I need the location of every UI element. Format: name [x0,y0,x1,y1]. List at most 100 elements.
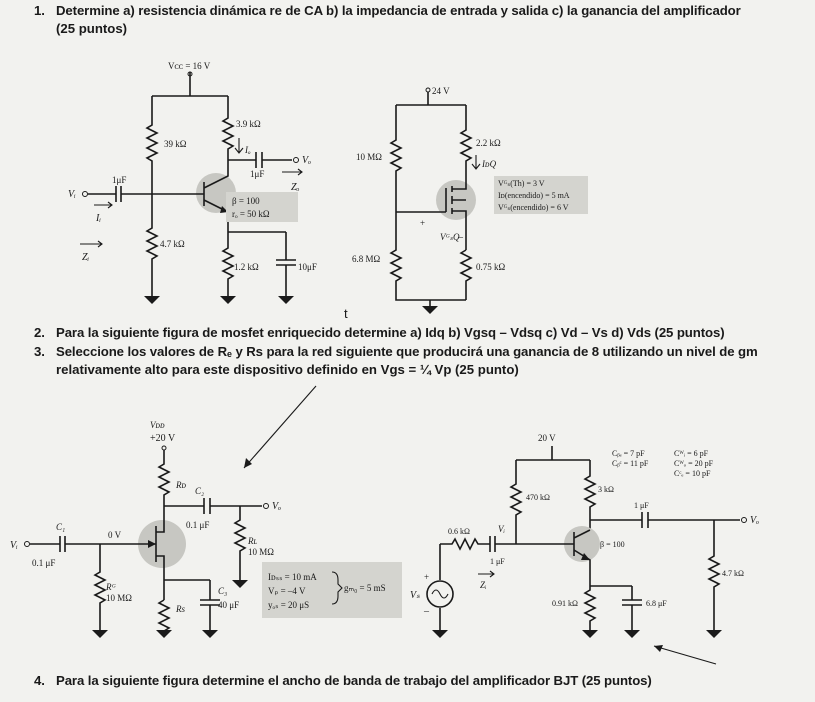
annotation-arrowhead-1 [244,458,252,468]
source-minus: – [423,606,430,617]
ground-4 [422,306,438,314]
vdd-label: Vᴅᴅ [150,420,165,430]
cin-label: 1μF [112,175,126,185]
mosfet-params-box [494,176,588,214]
rs-label: 0.75 kΩ [476,262,506,272]
ground-1 [144,296,160,304]
annotation-arrowhead-2 [654,645,663,652]
vo-label: Vₒ [272,501,281,512]
question-number: 3. [34,344,45,359]
re-label: 0.91 kΩ [552,599,578,608]
cwo-label: Cᵂₒ = 20 pF [674,459,714,468]
vo-terminal [263,503,269,509]
resistor-rb [509,460,523,544]
gm0-label: gₘ₀ = 5 mS [344,583,386,593]
vgs-th-label: Vᴳₛ(Th) = 3 V [498,179,545,188]
rb-label: 470 kΩ [526,493,550,502]
vs-label: Vₛ [410,590,420,601]
zo-arrow [282,168,303,176]
id-on-label: Iᴅ(encendido) = 5 mA [498,191,570,200]
c3-value: 40 μF [218,600,239,610]
rl-label: Rʟ [247,536,257,546]
capacitor-ce [276,232,296,296]
zi-arrow [80,240,103,248]
question-1-points: (25 puntos) [56,21,128,36]
ii-arrow [94,201,113,209]
gate-divider [389,105,466,301]
cce-label: Cᶜₑ = 10 pF [674,469,711,478]
vcc-node [187,71,193,77]
io-arrow [234,138,244,154]
capacitor-c3 [200,580,220,630]
resistor-rl [707,520,721,630]
question-2: 2.Para la siguiente figura de mosfet enr… [34,324,725,341]
transistor-highlight [564,526,600,562]
jfet-params-box [262,562,402,618]
ground-5 [232,580,248,588]
ce-label: 6.8 μF [646,599,667,608]
vo-terminal [293,157,299,163]
c1-label: C₁ [56,522,65,532]
idss-label: Iᴅₛₛ = 10 mA [268,572,317,582]
ground-11 [582,630,598,638]
bjt-params-box [226,192,298,222]
rd-label: 2.2 kΩ [476,138,501,148]
ground-12 [624,630,640,638]
output-capacitor [228,152,292,168]
vdd-node [425,87,431,93]
vdd-rail [396,92,466,106]
rs-label: Rs [175,604,185,614]
r2-label: 4.7 kΩ [160,239,185,249]
rs-label: 0.6 kΩ [448,527,470,536]
question-text: Seleccione los valores de Rₑ y Rs para l… [56,344,758,359]
question-4: 4. Para la siguiente figura determine el … [34,672,652,689]
resistor-rc [221,96,235,168]
vi-terminal [24,541,30,547]
rg-value: 10 MΩ [106,593,132,603]
rl-value: 10 MΩ [248,547,274,557]
question-text: Para la siguiente figura determine el an… [56,673,652,688]
bjt-transistor [516,529,591,586]
vp-label: Vₚ = –4 V [268,586,306,596]
capacitor-c2 [164,498,262,514]
input-network [440,536,516,552]
zi-arrow [478,570,495,578]
ground-2 [220,296,236,304]
ce-label: 10μF [298,262,317,272]
vo-terminal [741,517,747,523]
cin-label: 1 μF [490,557,505,566]
c2-value: 0.1 μF [186,520,209,530]
gate-arrow [148,540,156,548]
question-number: 4. [34,673,45,688]
sine-symbol [431,589,449,599]
e-mosfet [396,180,467,250]
rg-label: Rᴳ [105,582,116,592]
question-number: 2. [34,325,45,340]
r-top-label: 10 MΩ [356,152,382,162]
vcc-rail [516,446,590,461]
zi-label: Zᵢ [480,580,487,590]
question-3-continuation: relativamente alto para este dispositivo… [56,362,519,377]
ii-label: Iᵢ [95,213,101,224]
resistor-re [583,585,632,630]
question-number: 1. [34,3,45,18]
vgs-on-label: Vᴳₛ(encendido) = 6 V [498,203,569,212]
resistor-rs [459,249,473,300]
rc-label: 3 kΩ [598,485,614,494]
ground-10 [432,630,448,638]
jfet-highlight [138,520,186,568]
circuit-3-jfet-amplifier: Vᴅᴅ +20 V Rᴅ C₂ 0.1 μF Vₒ Rʟ 10 MΩ Vᵢ C₁… [10,420,402,638]
id-arrow [471,155,481,170]
rl-label: 4.7 kΩ [722,569,744,578]
ground-3 [278,296,294,304]
circuit-2-mosfet: 24 V 10 MΩ 6.8 MΩ 2.2 kΩ IᴅQ + VᴳₛQ – Vᴳ… [352,86,588,314]
c3-label: C₃ [218,586,227,596]
vdd-value: +20 V [150,433,176,444]
annotation-arrow-2 [653,645,717,665]
source-plus: + [424,572,429,582]
params-brace [331,571,343,605]
rc-label: 3.9 kΩ [236,119,261,129]
resistor-r2 [145,205,159,296]
zo-label: Zₒ [291,182,300,193]
